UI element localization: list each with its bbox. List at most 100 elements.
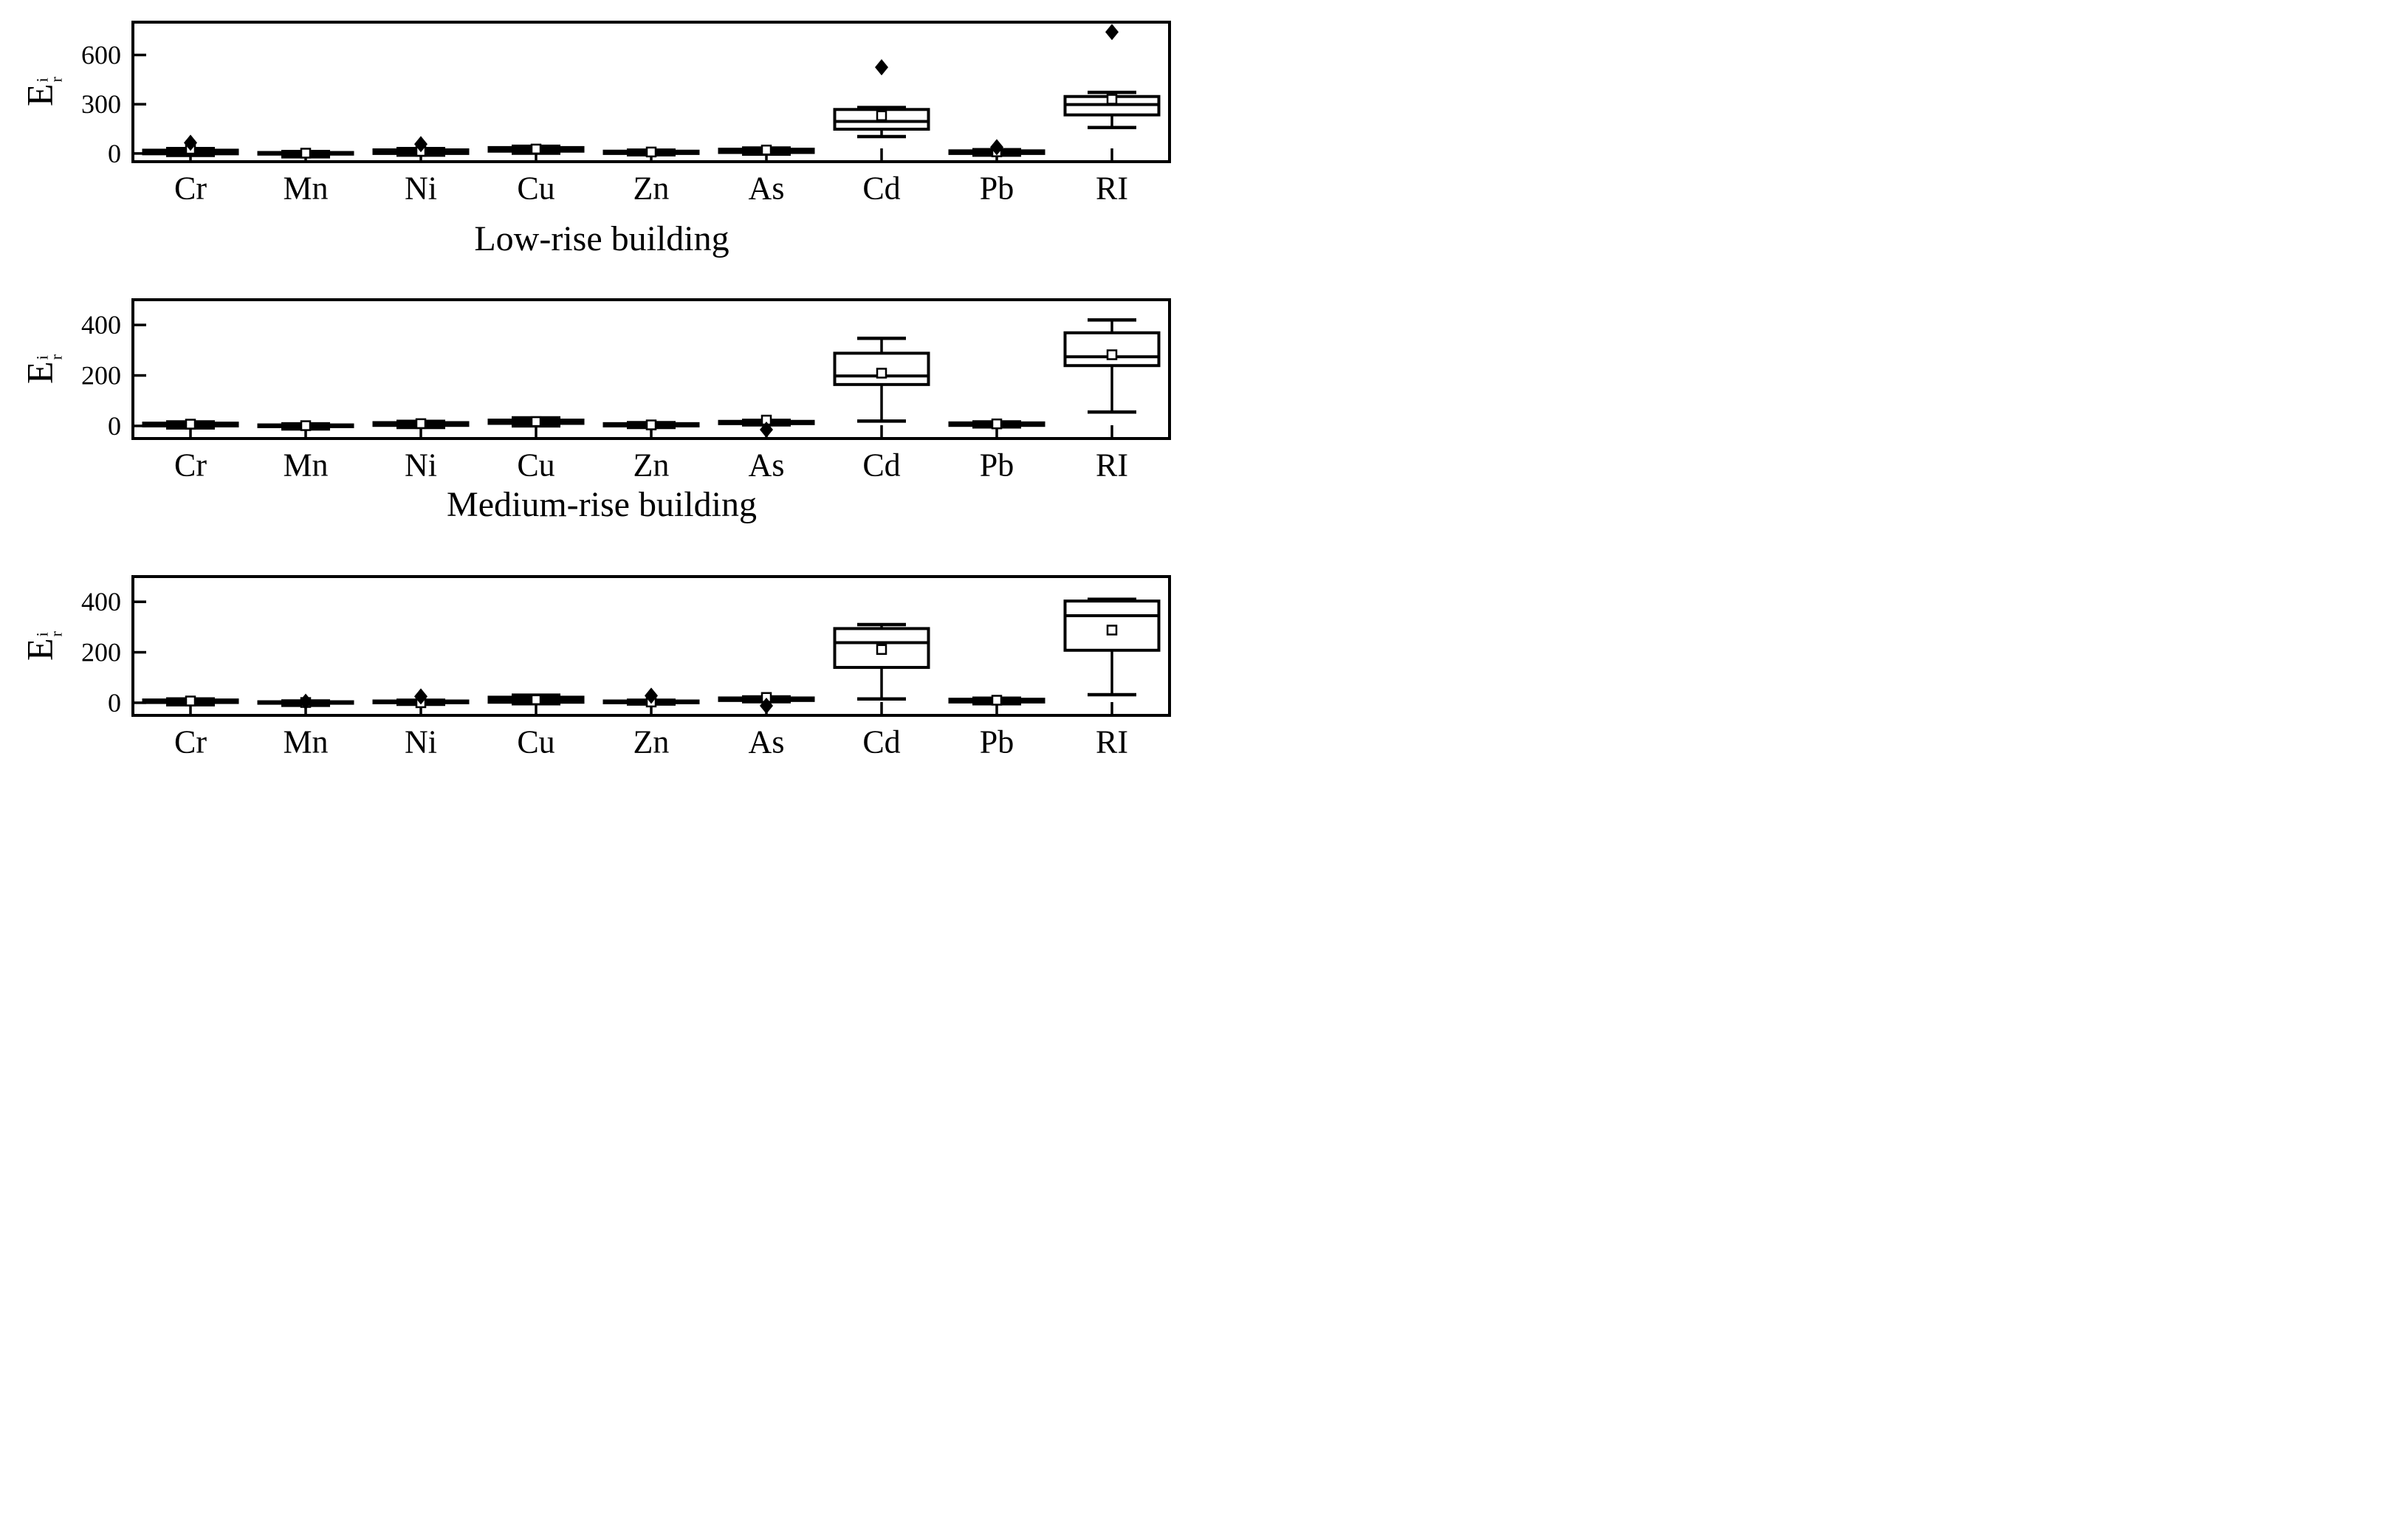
y-tick-label: 400 <box>81 310 121 340</box>
category-label-RI: RI <box>1096 447 1128 484</box>
category-label-Cu: Cu <box>517 171 554 207</box>
mean-marker <box>760 144 772 156</box>
outlier-marker <box>760 698 773 715</box>
y-axis-label-base: E <box>18 83 61 106</box>
box-bottom-RI <box>1063 597 1161 697</box>
category-label-Mn: Mn <box>283 171 328 207</box>
box-low-Mn <box>257 148 354 159</box>
category-label-Mn: Mn <box>283 447 328 484</box>
box-medium-Cr <box>142 419 239 430</box>
category-label-Cr: Cr <box>174 171 207 207</box>
mean-marker <box>876 110 887 121</box>
panel-title-low-rise: Low-rise building <box>474 219 729 258</box>
box-low-Cd <box>833 59 930 139</box>
category-label-Cr: Cr <box>174 724 207 760</box>
mean-marker <box>991 418 1003 430</box>
mean-marker <box>1106 625 1118 636</box>
category-label-Ni: Ni <box>405 171 437 207</box>
y-axis-label-base: E <box>18 361 61 384</box>
category-label-As: As <box>749 724 785 760</box>
outlier-marker <box>414 136 428 153</box>
box-bottom-Ni <box>372 688 470 709</box>
mean-marker <box>185 419 196 430</box>
outlier-marker <box>414 688 428 705</box>
box-medium-Cu <box>487 416 585 428</box>
panel-border <box>131 298 1171 440</box>
box-bottom-Zn <box>602 687 700 708</box>
y-axis-label-subscript: r <box>47 354 65 360</box>
box-bottom-Mn <box>257 693 354 710</box>
mean-marker <box>1106 94 1118 105</box>
category-label-Pb: Pb <box>980 724 1014 760</box>
y-tick-label: 0 <box>108 688 121 718</box>
mean-marker <box>530 416 542 427</box>
y-tick-label: 400 <box>81 587 121 616</box>
box-medium-Zn <box>602 419 700 430</box>
panel-border <box>131 575 1171 717</box>
box-low-RI <box>1063 24 1161 130</box>
category-label-Cu: Cu <box>517 447 554 484</box>
category-label-Cu: Cu <box>517 724 554 760</box>
category-label-Mn: Mn <box>283 724 328 760</box>
category-label-Cd: Cd <box>862 724 900 760</box>
y-tick-label: 0 <box>108 411 121 441</box>
category-label-Pb: Pb <box>980 447 1014 484</box>
outlier-marker <box>990 139 1003 156</box>
category-label-As: As <box>749 447 785 484</box>
category-label-Zn: Zn <box>633 724 670 760</box>
outlier-marker <box>760 422 773 439</box>
y-tick-label: 600 <box>81 40 121 69</box>
box-bottom-Cd <box>833 622 930 701</box>
mean-marker <box>300 420 312 431</box>
mean-marker <box>991 695 1003 706</box>
mean-marker <box>645 419 657 430</box>
y-tick-label: 300 <box>81 89 121 119</box>
y-tick-label: 200 <box>81 361 121 391</box>
category-label-Zn: Zn <box>633 447 670 484</box>
outlier-marker <box>645 687 658 704</box>
panel-title-medium-rise: Medium-rise building <box>447 485 757 524</box>
box-low-Pb <box>948 139 1045 157</box>
box-bottom-Cu <box>487 693 585 706</box>
category-label-Cd: Cd <box>862 447 900 484</box>
box-medium-Mn <box>257 420 354 431</box>
y-tick-label: 0 <box>108 139 121 168</box>
category-label-Cd: Cd <box>862 171 900 207</box>
box-low-Cu <box>487 143 585 155</box>
mean-marker <box>1106 349 1118 360</box>
box-medium-Pb <box>948 418 1045 430</box>
outlier-marker <box>875 59 888 76</box>
box-bottom-As <box>718 692 815 715</box>
y-axis-label-subscript: r <box>47 631 65 637</box>
mean-marker <box>530 143 542 155</box>
mean-marker <box>645 146 657 158</box>
category-label-Cr: Cr <box>174 447 207 484</box>
mean-marker <box>876 368 887 379</box>
mean-marker <box>530 694 542 706</box>
iqr-box <box>1063 331 1161 368</box>
category-label-Pb: Pb <box>980 171 1014 207</box>
box-low-Zn <box>602 146 700 158</box>
box-low-Cr <box>142 134 239 157</box>
y-axis-label-base: E <box>18 638 61 661</box>
mean-marker <box>415 418 427 430</box>
y-tick-label: 200 <box>81 638 121 667</box>
box-low-As <box>718 144 815 157</box>
box-medium-Ni <box>372 418 470 430</box>
box-medium-RI <box>1063 318 1161 414</box>
category-label-Ni: Ni <box>405 447 437 484</box>
mean-marker <box>185 695 196 707</box>
category-label-As: As <box>749 171 785 207</box>
category-label-RI: RI <box>1096 724 1128 760</box>
category-label-Zn: Zn <box>633 171 670 207</box>
box-low-Ni <box>372 136 470 157</box>
